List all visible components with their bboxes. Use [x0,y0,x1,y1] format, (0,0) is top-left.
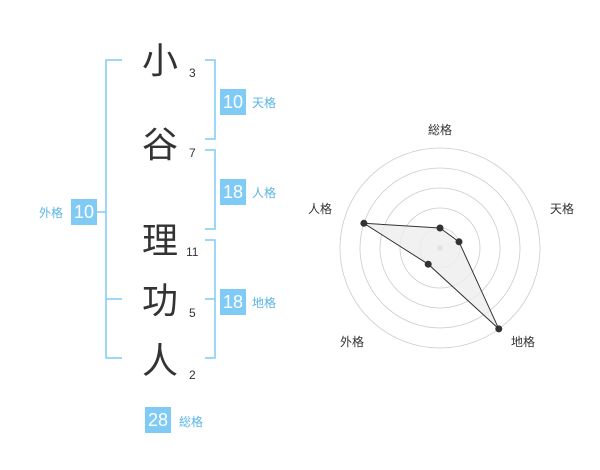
gaikaku-label: 外格 [39,206,64,220]
radar-point-4 [360,219,368,227]
radar-ring-3 [379,187,501,309]
radar-ring-2 [399,207,481,289]
radar-axis-label-jinkaku: 人格 [308,202,333,216]
radar-ring-5 [339,147,541,349]
jinkaku-value-badge: 18 [220,179,247,205]
chikaku-value-badge: 18 [220,289,247,315]
radar-point-3 [424,260,432,268]
tenkaku-bracket [205,59,216,140]
radar-ring-4 [359,167,521,329]
stroke-count-3: 11 [186,245,199,259]
chikaku-label: 地格 [252,296,277,310]
soukaku-label: 総格 [179,415,204,429]
name-char-5: 人 [141,341,178,382]
stroke-count-1: 3 [189,66,196,80]
jinkaku-bracket [205,149,216,230]
stroke-count-2: 7 [189,146,196,160]
radar-point-2 [495,325,503,333]
gaikaku-value-badge: 10 [71,199,98,225]
radar-series-polygon [363,222,500,330]
radar-axis-label-soukaku: 総格 [428,123,453,137]
name-char-2: 谷 [141,125,178,166]
gaikaku-bracket [105,59,122,359]
tenkaku-label: 天格 [252,96,277,110]
radar-axis-label-tenkaku: 天格 [550,202,575,216]
name-char-4: 功 [141,281,178,322]
soukaku-value-badge: 28 [145,407,172,433]
stroke-count-4: 5 [189,306,196,320]
radar-axis-label-chikaku: 地格 [511,335,536,349]
name-char-1: 小 [141,41,178,82]
jinkaku-label: 人格 [252,186,277,200]
radar-point-1 [455,238,463,246]
tenkaku-value-badge: 10 [220,89,247,115]
radar-point-0 [436,224,444,232]
name-char-3: 理 [141,221,178,262]
radar-axis-label-gaikaku: 外格 [340,335,365,349]
stroke-count-5: 2 [189,368,196,382]
